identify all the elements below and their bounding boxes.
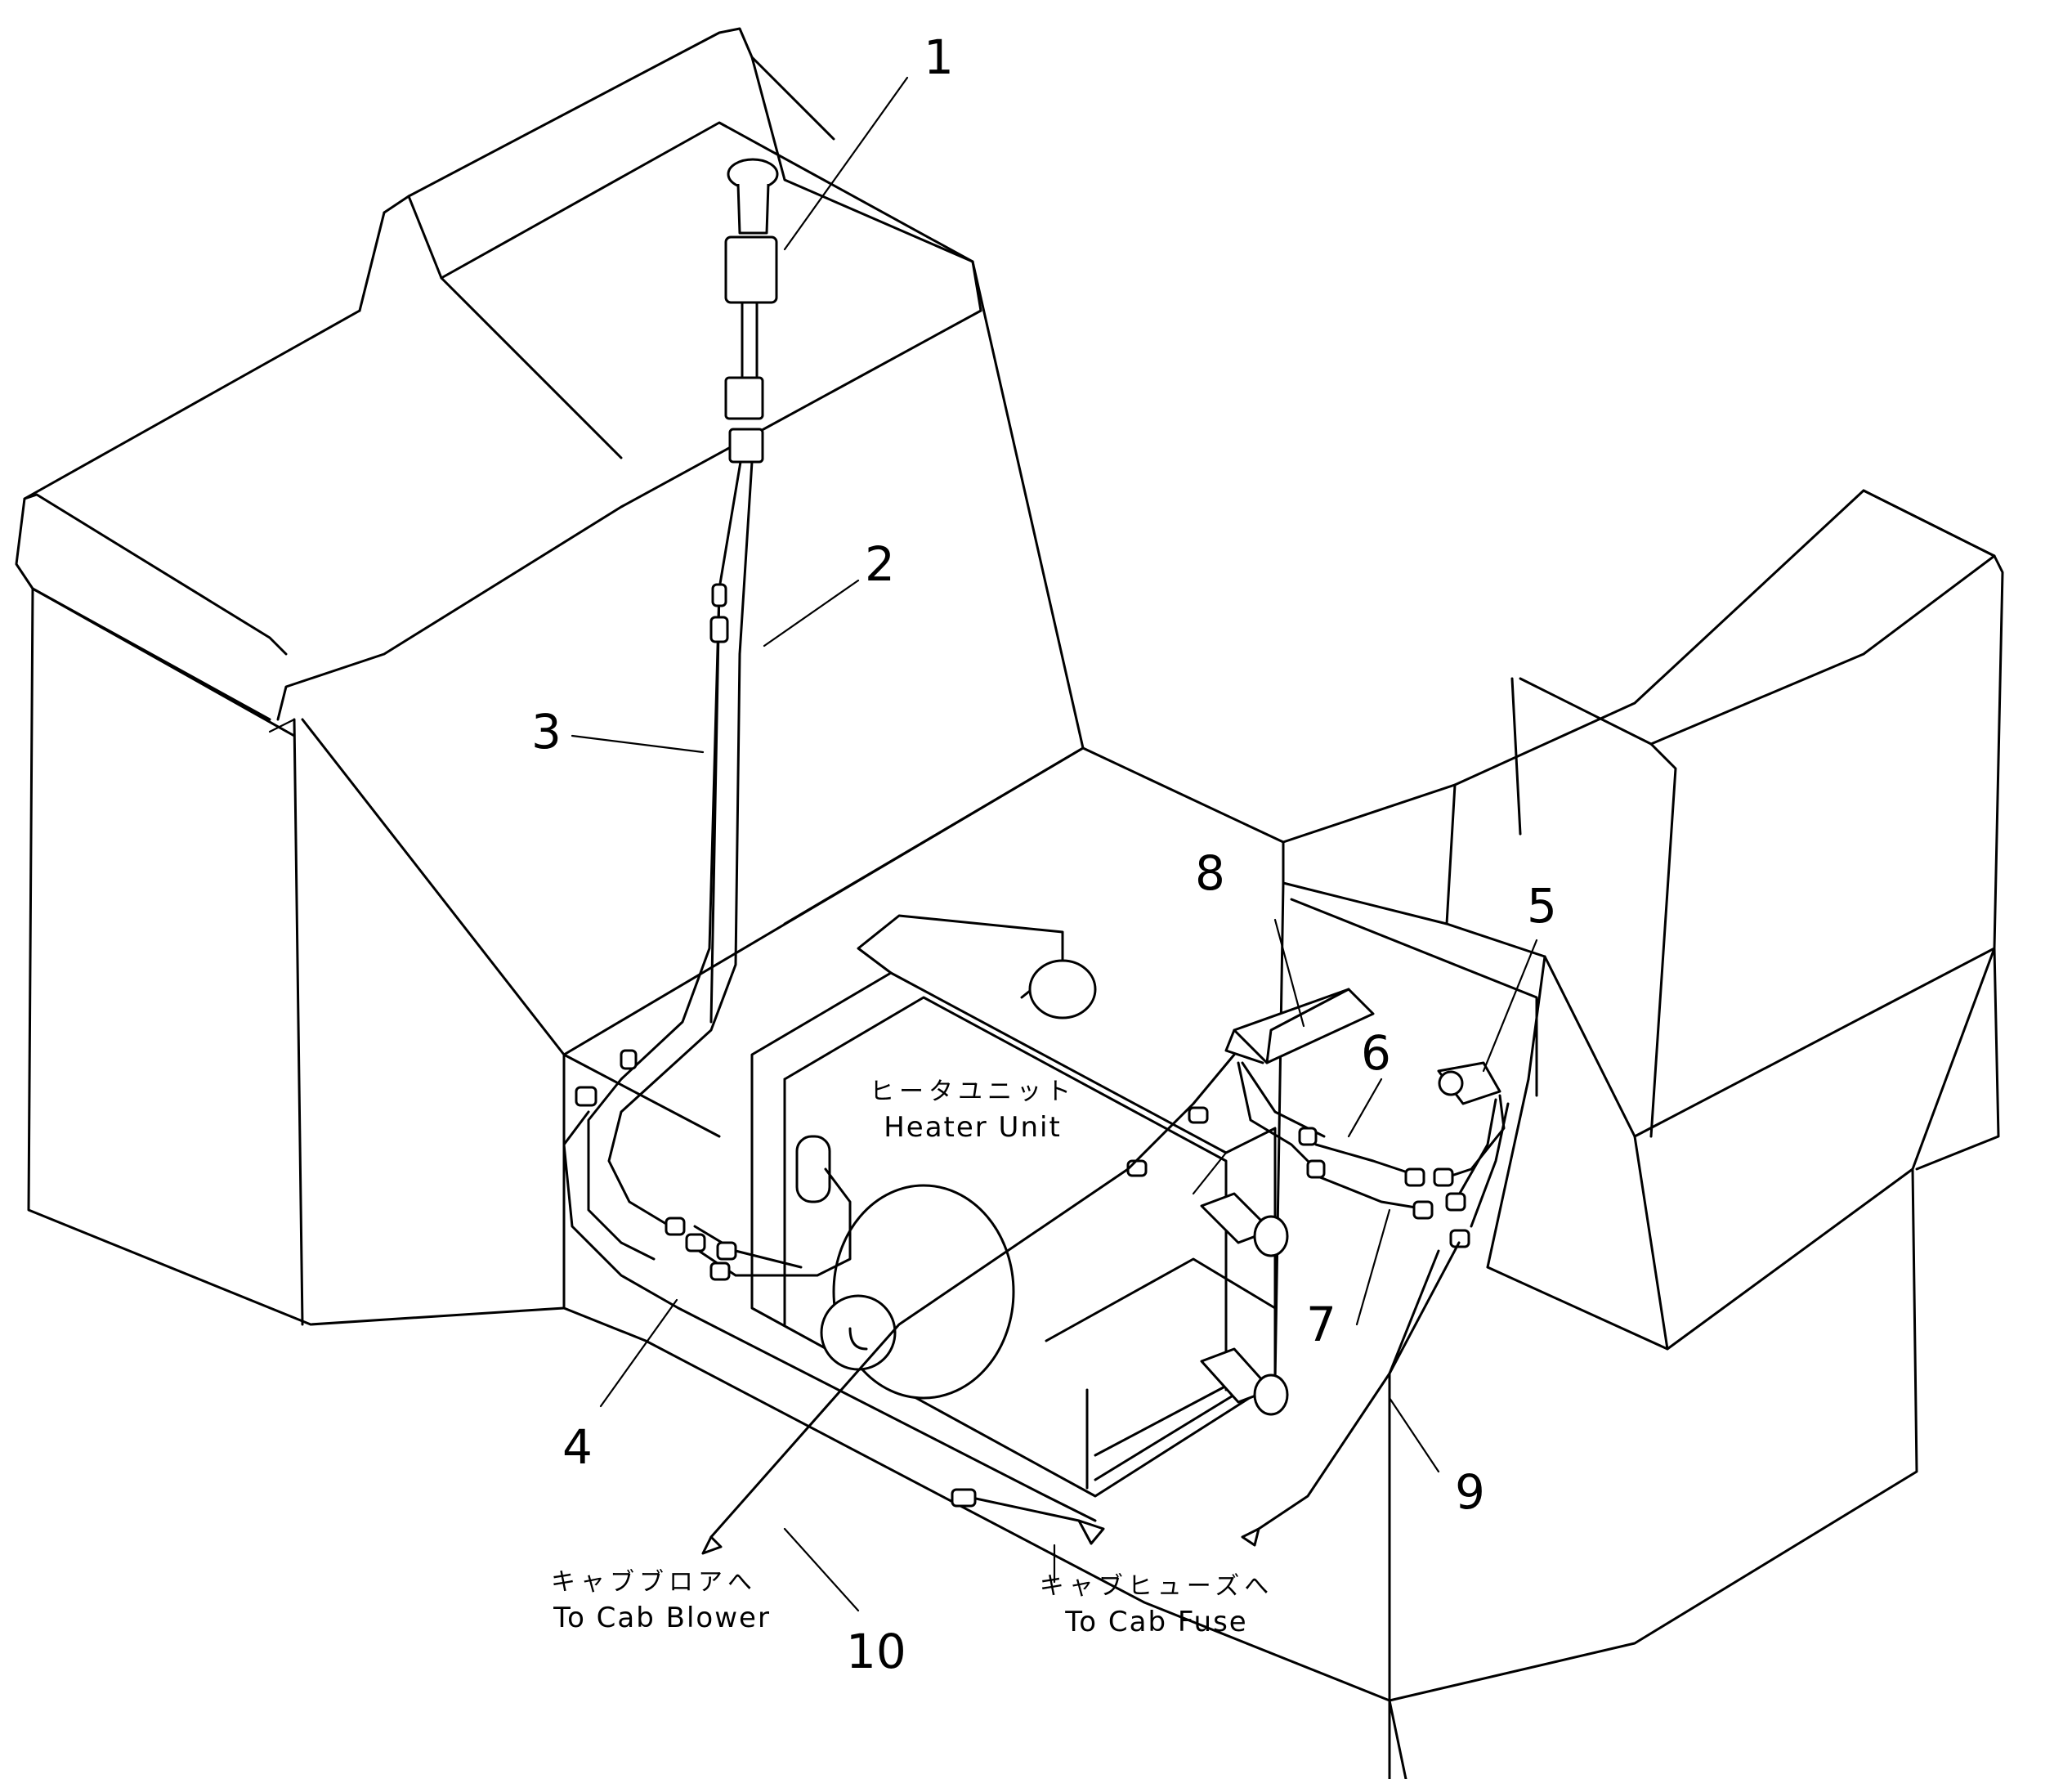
part-label-1: 1: [924, 29, 954, 85]
to-cab-fuse-label-jp: キャブヒューズへ: [1040, 1572, 1274, 1601]
part-label-6: 6: [1361, 1025, 1391, 1081]
part-label-5: 5: [1527, 878, 1557, 934]
cab-fuse-caption: キャブヒューズへ To Cab Fuse: [1040, 1572, 1274, 1638]
heater-unit-label-jp: ヒータユニット: [870, 1078, 1076, 1106]
part-label-4: 4: [562, 1419, 593, 1475]
cab-blower-caption: キャブブロアへ To Cab Blower: [551, 1568, 771, 1634]
heater-unit: [750, 914, 1289, 1498]
part-number-labels: 1 2 3 4 5 6 7 8 9 10: [531, 29, 1557, 1679]
part-label-10: 10: [846, 1624, 906, 1679]
heater-unit-label-en: Heater Unit: [884, 1111, 1062, 1144]
right-console: [1273, 489, 2004, 1702]
part-label-2: 2: [865, 536, 895, 592]
to-cab-blower-label-en: To Cab Blower: [553, 1602, 771, 1634]
left-console: [15, 27, 1085, 1326]
to-cab-blower-label-jp: キャブブロアへ: [551, 1568, 757, 1597]
part-label-9: 9: [1455, 1464, 1485, 1520]
part-label-7: 7: [1306, 1297, 1336, 1352]
part-label-3: 3: [531, 704, 562, 760]
leader-lines: [571, 76, 1538, 1612]
to-cab-fuse-label-en: To Cab Fuse: [1064, 1606, 1247, 1638]
part-label-8: 8: [1195, 845, 1225, 901]
heater-unit-caption: ヒータユニット Heater Unit: [870, 1078, 1076, 1144]
